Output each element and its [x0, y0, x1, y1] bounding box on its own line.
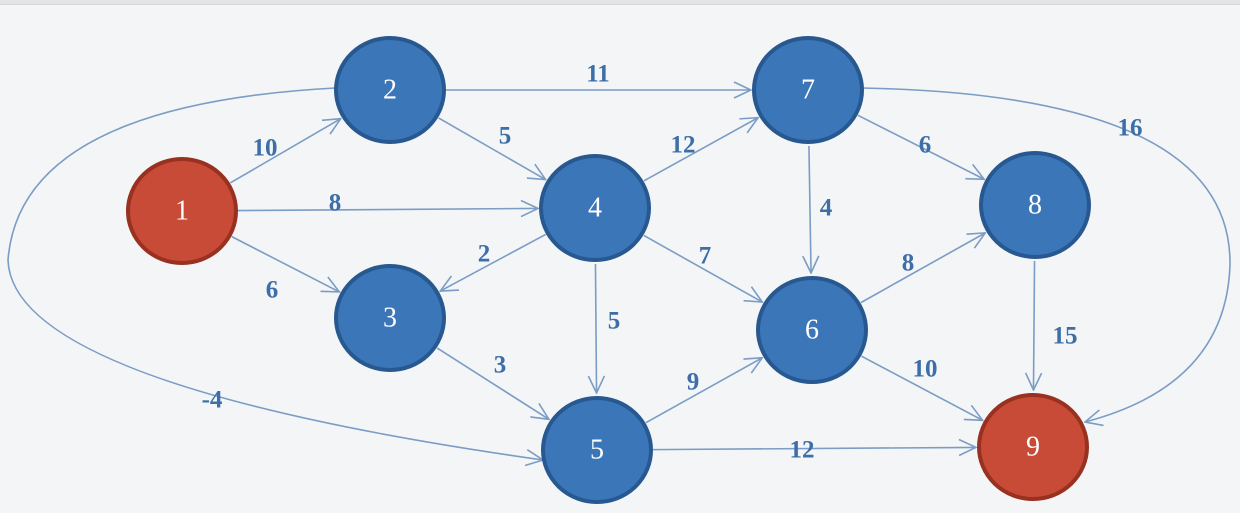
node-6 — [756, 276, 868, 384]
edge-weight-4-5: 5 — [608, 308, 621, 335]
edge-7-9 — [861, 87, 1231, 422]
edge-7-6 — [809, 145, 811, 273]
node-2 — [334, 36, 446, 144]
edge-weight-1-2: 10 — [253, 135, 278, 162]
node-8 — [979, 151, 1091, 259]
node-7 — [752, 36, 864, 144]
edge-weight-6-8: 8 — [902, 250, 915, 277]
edge-weight-1-4: 8 — [329, 190, 342, 217]
edge-weight-2-5: -4 — [202, 387, 223, 414]
edge-weight-6-9: 10 — [913, 356, 938, 383]
node-label-4: 4 — [588, 192, 602, 223]
edge-weight-2-4: 5 — [499, 123, 512, 150]
edge-weight-2-7: 11 — [586, 61, 610, 88]
node-label-5: 5 — [590, 434, 604, 465]
edge-8-9 — [1033, 260, 1034, 390]
edge-1-3 — [231, 235, 340, 292]
edge-weight-4-7: 12 — [671, 132, 696, 159]
edge-2-5 — [7, 87, 543, 460]
node-4 — [539, 154, 651, 262]
edge-2-4 — [438, 117, 546, 180]
node-3 — [334, 264, 446, 372]
edge-1-4 — [237, 208, 538, 210]
edge-weight-5-9: 12 — [790, 437, 815, 464]
edge-weight-1-3: 6 — [266, 277, 279, 304]
edge-weight-3-5: 3 — [494, 352, 507, 379]
edge-7-8 — [857, 114, 984, 179]
node-label-2: 2 — [383, 74, 397, 105]
edge-weight-8-9: 15 — [1053, 323, 1078, 350]
node-5 — [541, 396, 653, 504]
edge-weight-7-8: 6 — [919, 132, 932, 159]
node-label-1: 1 — [175, 195, 189, 226]
node-label-7: 7 — [801, 74, 815, 105]
edge-4-3 — [440, 233, 547, 291]
node-9 — [977, 393, 1089, 501]
node-label-6: 6 — [805, 314, 819, 345]
edge-4-6 — [643, 234, 762, 302]
node-label-9: 9 — [1026, 431, 1040, 462]
edge-5-6 — [645, 358, 762, 424]
edge-5-9 — [652, 447, 976, 449]
edge-weight-7-6: 4 — [820, 195, 833, 222]
edge-6-9 — [861, 355, 982, 420]
window-top-border — [0, 0, 1240, 5]
edge-weight-7-9: 16 — [1118, 115, 1143, 142]
edge-6-8 — [860, 233, 985, 304]
edge-weight-5-6: 9 — [687, 369, 700, 396]
node-label-8: 8 — [1028, 189, 1042, 220]
edge-4-7 — [643, 118, 758, 182]
edge-weight-4-3: 2 — [478, 241, 491, 268]
node-label-3: 3 — [383, 302, 397, 333]
edge-3-5 — [436, 347, 549, 419]
edge-weight-4-6: 7 — [699, 243, 712, 270]
edge-1-2 — [230, 119, 340, 184]
edge-4-5 — [595, 263, 596, 393]
node-1 — [126, 157, 238, 265]
